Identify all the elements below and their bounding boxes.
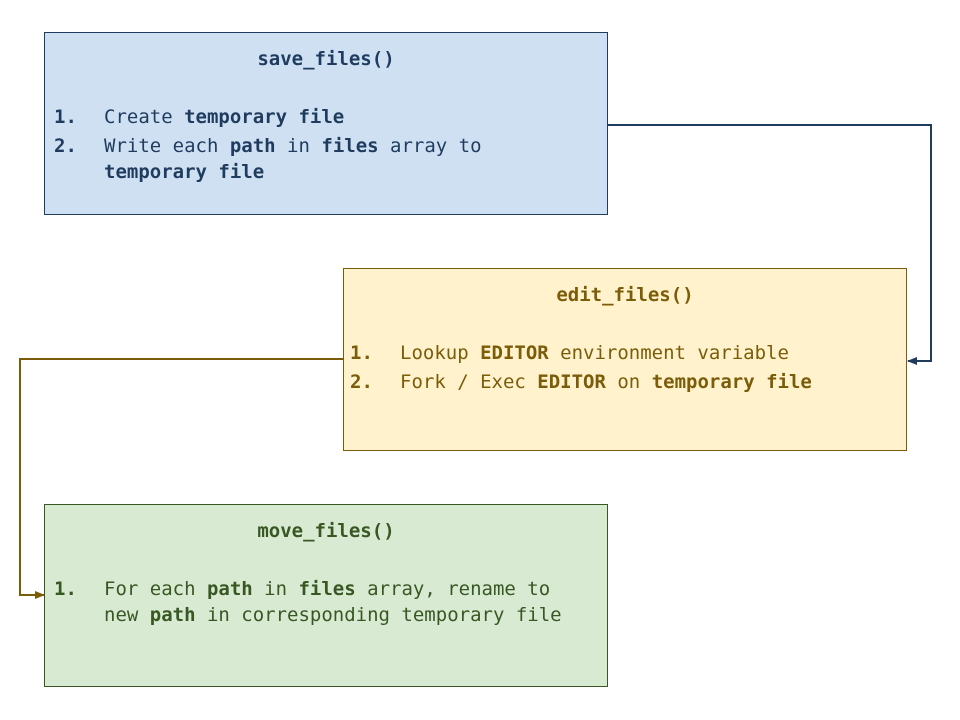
step-item: 2. Write each path in files array to temp… — [54, 133, 594, 185]
step-item: 1. Create temporary file — [54, 104, 594, 130]
step-keyword: temporary file — [651, 371, 812, 393]
step-text: on — [605, 371, 652, 393]
save-files-box: save_files() 1. Create temporary file 2. Wr… — [44, 32, 608, 215]
move-files-box: move_files() 1. For each path in files ar… — [44, 504, 608, 687]
edit-files-box: edit_files() 1. Lookup EDITOR environment… — [343, 268, 907, 451]
step-text: Fork / Exec — [400, 371, 538, 393]
step-text: Create — [104, 106, 185, 128]
arrow-edit-to-move — [19, 358, 343, 599]
step-keyword: files — [298, 578, 356, 600]
edit-files-steps: 1. Lookup EDITOR environment variable 2. Fo… — [350, 340, 900, 398]
step-text: For each — [104, 578, 207, 600]
step-number: 1. — [54, 578, 77, 600]
step-keyword: files — [321, 135, 379, 157]
save-files-steps: 1. Create temporary file 2. Write each path… — [54, 104, 594, 188]
move-files-title: move_files() — [257, 520, 395, 542]
step-text: in — [275, 135, 322, 157]
step-number: 2. — [54, 135, 77, 157]
step-text: Lookup — [400, 342, 481, 364]
step-item: 1. Lookup EDITOR environment variable — [350, 340, 900, 366]
step-keyword: EDITOR — [480, 342, 549, 364]
step-keyword: temporary file — [104, 161, 265, 183]
step-keyword: path — [229, 135, 276, 157]
step-number: 1. — [54, 106, 77, 128]
step-text: array, rename to new — [104, 578, 551, 626]
step-item: 1. For each path in files array, rename t… — [54, 576, 594, 628]
step-number: 1. — [350, 342, 373, 364]
step-text: Write each — [104, 135, 230, 157]
step-text: environment variable — [548, 342, 789, 364]
step-text: in — [252, 578, 299, 600]
edit-files-title: edit_files() — [556, 284, 694, 306]
step-keyword: path — [206, 578, 253, 600]
step-keyword: temporary file — [184, 106, 345, 128]
move-files-steps: 1. For each path in files array, rename t… — [54, 576, 594, 631]
step-keyword: path — [149, 604, 196, 626]
step-item: 2. Fork / Exec EDITOR on temporary file — [350, 369, 900, 395]
save-files-title: save_files() — [257, 48, 395, 70]
step-number: 2. — [350, 371, 373, 393]
step-text: in corresponding temporary file — [195, 604, 562, 626]
step-text: array to — [378, 135, 482, 157]
step-keyword: EDITOR — [537, 371, 606, 393]
arrow-save-to-edit — [608, 124, 932, 365]
